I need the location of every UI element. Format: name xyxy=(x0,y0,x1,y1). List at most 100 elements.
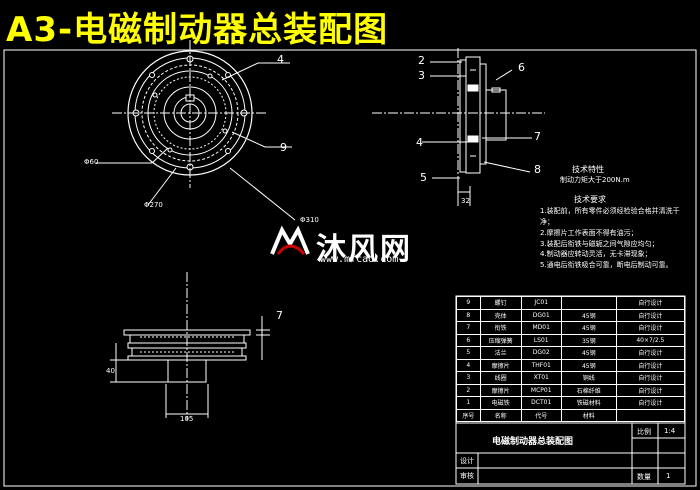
bom-cell-code: DCT01 xyxy=(520,396,562,410)
bom-cell-note: 自行设计 xyxy=(615,346,686,360)
bom-cell-code: LS01 xyxy=(520,333,562,347)
bom-cell-no: 9 xyxy=(456,296,481,310)
bom-cell-note: 自行设计 xyxy=(615,358,686,372)
tech-spec-title: 技术特性 xyxy=(572,165,604,174)
dim-phi60: Φ60 xyxy=(84,158,99,166)
bom-cell-no: 序号 xyxy=(456,408,481,422)
bom-cell-note: 自行设计 xyxy=(615,396,686,410)
side-view xyxy=(372,48,545,206)
tech-req-title: 技术要求 xyxy=(574,195,606,204)
bom-cell-no: 5 xyxy=(456,346,481,360)
bom-cell-material: 35钢 xyxy=(560,333,617,347)
bom-cell-code: XT01 xyxy=(520,371,562,385)
front-callout-9: 9 xyxy=(280,141,287,154)
drawing-title: A3-电磁制动器总装配图 xyxy=(6,10,389,50)
bom-cell-code: DG01 xyxy=(520,308,562,322)
bom-cell-code: MCP01 xyxy=(520,383,562,397)
bom-cell-code: 代号 xyxy=(520,408,562,422)
bom-cell-material: 材料 xyxy=(560,408,617,422)
bom-cell-material: 45钢 xyxy=(560,346,617,360)
bom-cell-no: 4 xyxy=(456,358,481,372)
bom-cell-note: 自行设计 xyxy=(615,383,686,397)
bom-cell-name: 衔铁 xyxy=(479,321,522,335)
bom-cell-material: 铁磁材料 xyxy=(560,396,617,410)
designer-label: 设计 xyxy=(460,457,474,465)
tech-req-line: 2.摩擦片工作表面不得有油污； xyxy=(540,228,638,237)
bom-cell-name: 摩擦片 xyxy=(479,383,522,397)
bom-cell-note xyxy=(615,408,686,422)
dim-32: 32 xyxy=(461,197,470,205)
bom-cell-note: 自行设计 xyxy=(615,321,686,335)
bom-cell-name: 电磁铁 xyxy=(479,396,522,410)
bom-cell-note: 自行设计 xyxy=(615,371,686,385)
bom-cell-name: 摩擦片 xyxy=(479,358,522,372)
bom-cell-material xyxy=(560,296,617,310)
scale-label: 比例 xyxy=(637,428,651,436)
side-callout-3: 3 xyxy=(418,69,425,82)
bom-cell-name: 法兰 xyxy=(479,346,522,360)
bom-row: 序号名称代号材料 xyxy=(456,408,686,422)
tech-req-block: 1.装配前，所有零件必须经检验合格并清洗干净； 2.摩擦片工作表面不得有油污； … xyxy=(540,206,690,271)
watermark-url: www.mfcad.com xyxy=(320,254,399,265)
sheet-value: 1 xyxy=(666,472,671,480)
watermark-logo-icon xyxy=(270,225,310,256)
dim-phi270: Φ270 xyxy=(144,201,163,209)
bom-cell-code: JC01 xyxy=(520,296,562,310)
side-callout-7: 7 xyxy=(534,130,541,143)
bom-cell-name: 壳体 xyxy=(479,308,522,322)
bom-cell-code: THF01 xyxy=(520,358,562,372)
bom-cell-note: 40×7/2.5 xyxy=(615,333,686,347)
dim-40: 40 xyxy=(106,367,115,375)
dim-105: 105 xyxy=(180,415,194,423)
bom-cell-material: 45钢 xyxy=(560,358,617,372)
side-callout-2: 2 xyxy=(418,54,425,67)
bom-cell-no: 3 xyxy=(456,371,481,385)
title-block-lines xyxy=(455,295,686,485)
bom-cell-material: 45钢 xyxy=(560,321,617,335)
bom-cell-name: 线圈 xyxy=(479,371,522,385)
front-callout-4: 4 xyxy=(277,53,284,66)
title-block-drawing-name: 电磁制动器总装配图 xyxy=(492,437,574,447)
scale-value: 1:4 xyxy=(664,427,676,435)
checker-label: 审核 xyxy=(460,472,474,480)
side-callout-4: 4 xyxy=(416,136,423,149)
side-callout-5: 5 xyxy=(420,171,427,184)
bom-cell-no: 2 xyxy=(456,383,481,397)
bom-cell-code: DG02 xyxy=(520,346,562,360)
dim-phi310: Φ310 xyxy=(300,216,319,224)
bom-cell-note: 自行设计 xyxy=(615,308,686,322)
bom-cell-material: 45钢 xyxy=(560,308,617,322)
bom-cell-no: 1 xyxy=(456,396,481,410)
bom-cell-name: 螺钉 xyxy=(479,296,522,310)
dim-7: 7 xyxy=(276,309,283,322)
bom-cell-code: MD01 xyxy=(520,321,562,335)
tech-spec-line: 制动力矩大于200N.m xyxy=(560,176,630,184)
tech-req-line: 5.通电后衔铁吸合可靠，断电后制动可靠。 xyxy=(540,261,673,270)
watermark-brand: 沐风网 xyxy=(316,232,412,267)
tech-req-line: 1.装配前，所有零件必须经检验合格并清洗干净； xyxy=(540,207,680,226)
bom-cell-name: 压缩弹簧 xyxy=(479,333,522,347)
side-callout-6: 6 xyxy=(518,61,525,74)
side-callout-8: 8 xyxy=(534,163,541,176)
bom-cell-no: 7 xyxy=(456,321,481,335)
bottom-view xyxy=(110,272,270,420)
bom-cell-name: 名称 xyxy=(479,408,522,422)
bom-cell-note: 自行设计 xyxy=(615,296,686,310)
sheet-label: 数量 xyxy=(637,473,651,481)
sheet-border xyxy=(3,49,697,487)
tech-req-line: 3.装配后衔铁与磁轭之间气隙应均匀； xyxy=(540,239,659,248)
front-view xyxy=(96,40,296,221)
tech-req-line: 4.制动器应转动灵活，无卡滞现象； xyxy=(540,250,652,259)
bom-cell-no: 6 xyxy=(456,333,481,347)
bom-cell-material: 铜线 xyxy=(560,371,617,385)
